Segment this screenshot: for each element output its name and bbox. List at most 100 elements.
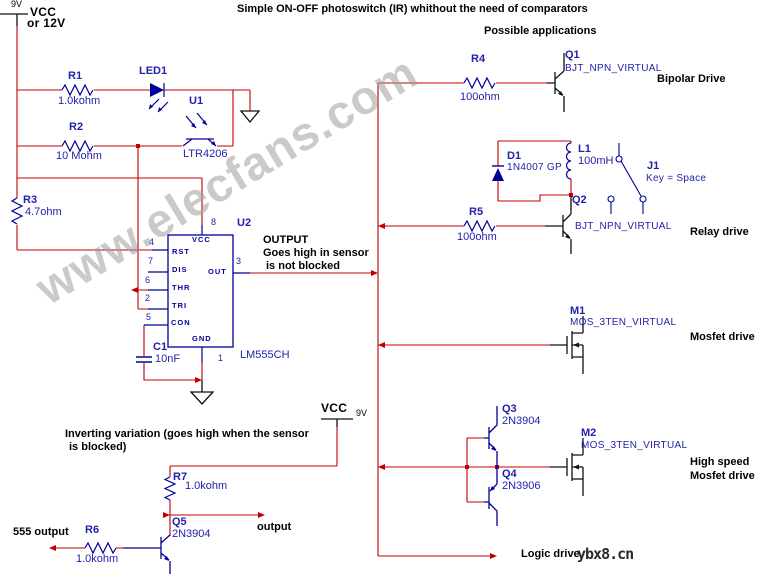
con-cap-gnd-wires <box>143 325 203 381</box>
vcc-top-alt-label: or 12V <box>27 16 66 30</box>
relay-coil-loop <box>497 140 572 208</box>
inverter-wires <box>53 427 338 549</box>
m1-ref: M1 <box>570 305 586 317</box>
r3-symbol <box>10 197 24 225</box>
thr-tri-wires <box>137 146 148 310</box>
resistor-symbols <box>10 76 496 555</box>
d1-symbol <box>492 165 504 181</box>
relay-drive-label: Relay drive <box>690 226 749 238</box>
q5-value: 2N3904 <box>172 528 211 540</box>
r4-ref: R4 <box>471 53 486 65</box>
pin-label-vcc: VCC <box>192 235 211 244</box>
r5-symbol <box>463 219 496 233</box>
vcc-bottom-label: VCC <box>321 401 348 415</box>
r3-ref: R3 <box>23 194 38 206</box>
output-note-line3: is not blocked <box>266 260 340 272</box>
r5-value: 100ohm <box>457 231 497 243</box>
inverting-note-line1: Inverting variation (goes high when the … <box>65 428 309 440</box>
u2-value: LM555CH <box>240 349 290 361</box>
site-tag: ybx8.cn <box>577 545 634 563</box>
j1-ref: J1 <box>647 160 660 172</box>
q2-ref: Q2 <box>572 194 587 206</box>
pin-label-out: OUT <box>208 267 227 276</box>
pin-label-con: CON <box>171 318 191 327</box>
r2-value: 10 Mohm <box>56 150 102 162</box>
q2-value: BJT_NPN_VIRTUAL <box>575 221 672 232</box>
led1-ref: LED1 <box>139 65 168 77</box>
d1-value: 1N4007 GP <box>507 162 562 173</box>
pin-number-4: 4 <box>149 237 155 247</box>
j1-switch-symbol <box>607 143 647 214</box>
pin-number-2: 2 <box>145 293 151 303</box>
pin-number-6: 6 <box>145 275 151 285</box>
vcc-bottom-symbol <box>321 418 353 427</box>
l1-value: 100mH <box>578 155 614 167</box>
r6-value: 1.0kohm <box>76 553 119 565</box>
r7-ref: R7 <box>173 471 188 483</box>
d1-ref: D1 <box>507 150 522 162</box>
u1-value: LTR4206 <box>183 148 228 160</box>
pin-number-1: 1 <box>218 353 224 363</box>
q4-symbol <box>484 467 498 526</box>
u1-phototransistor-symbol <box>182 112 217 147</box>
gnd-top-symbol <box>239 110 261 124</box>
logic-drive-label: Logic drive <box>521 548 580 560</box>
m2-value: MOS_3TEN_VIRTUAL <box>581 440 688 451</box>
r2-ref: R2 <box>69 121 84 133</box>
pin-label-tri: TRI <box>172 301 188 310</box>
m1-symbol <box>550 316 584 374</box>
q1-value: BJT_NPN_VIRTUAL <box>565 63 662 74</box>
r1-ref: R1 <box>68 70 83 82</box>
q5-symbol <box>123 534 171 574</box>
r4-value: 100ohm <box>460 91 500 103</box>
mosfet-drive-label: Mosfet drive <box>690 331 755 343</box>
output-note-line1: OUTPUT <box>263 234 309 246</box>
high-speed-label-line1: High speed <box>690 456 750 468</box>
r2-symbol <box>61 139 94 153</box>
wire-network <box>16 26 572 557</box>
r1-symbol <box>61 83 94 97</box>
pin-label-rst: RST <box>172 247 190 256</box>
u2-ref: U2 <box>237 217 252 229</box>
output-label: output <box>257 521 292 533</box>
inverting-note-line2: is blocked) <box>69 441 127 453</box>
pin-number-8: 8 <box>211 217 217 227</box>
output-note-line2: Goes high in sensor <box>263 247 369 259</box>
possible-applications-label: Possible applications <box>484 25 597 37</box>
supply-voltage-bottom: 9V <box>356 408 368 418</box>
high-speed-label-line2: Mosfet drive <box>690 470 755 482</box>
q3-symbol <box>484 406 498 467</box>
l1-symbol <box>565 142 572 180</box>
q3-ref: Q3 <box>502 403 517 415</box>
q4-value: 2N3906 <box>502 480 541 492</box>
q3-value: 2N3904 <box>502 415 541 427</box>
q2-symbol <box>545 196 572 254</box>
timer-555-symbol <box>144 225 250 362</box>
power-ground-symbols <box>0 13 353 427</box>
led1-symbol <box>148 83 169 113</box>
m2-symbol <box>550 438 584 496</box>
r6-symbol <box>84 541 117 555</box>
q4-ref: Q4 <box>502 468 517 480</box>
c1-ref: C1 <box>153 341 168 353</box>
q1-ref: Q1 <box>565 49 580 61</box>
m2-ref: M2 <box>581 427 597 439</box>
r7-symbol <box>163 476 177 501</box>
m1-value: MOS_3TEN_VIRTUAL <box>570 317 677 328</box>
vcc-top-label: VCC <box>30 5 57 19</box>
timer-555-pin-stubs <box>144 225 250 362</box>
r5-ref: R5 <box>469 206 484 218</box>
highspeed-branch <box>378 437 550 503</box>
pin-label-thr: THR <box>172 283 191 292</box>
pin-label-dis: DIS <box>172 265 188 274</box>
l1-ref: L1 <box>578 143 591 155</box>
pin-number-5: 5 <box>146 312 152 322</box>
junction-markers <box>49 144 573 559</box>
q5-ref: Q5 <box>172 516 187 528</box>
r6-ref: R6 <box>85 524 100 536</box>
q1-symbol <box>547 53 565 112</box>
schematic-title: Simple ON-OFF photoswitch (IR) whithout … <box>237 3 588 15</box>
supply-voltage-top: 9V <box>11 0 23 9</box>
